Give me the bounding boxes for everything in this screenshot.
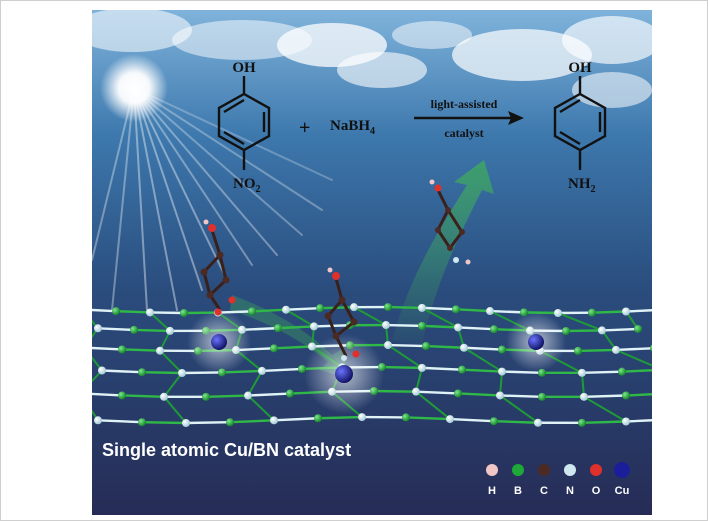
cu-site-left (187, 310, 251, 374)
legend-swatch-n (564, 464, 576, 476)
product-structure (553, 76, 607, 170)
sun (100, 54, 168, 122)
product-top-group: OH (568, 60, 592, 76)
reagent-name: NaBH (330, 118, 370, 134)
reactant-top-group: OH (232, 60, 256, 76)
legend-label-h: H (488, 485, 496, 497)
desorption-arrow (392, 160, 494, 345)
cu-site-right (506, 312, 566, 372)
adsorbed-molecule-left (200, 219, 236, 316)
reactant-bottom-group: NO2 (233, 176, 261, 195)
plus-sign: + (299, 117, 310, 139)
legend-label-o: O (592, 485, 601, 497)
sun-rays (92, 87, 333, 311)
reactant-bottom-group-text: NO (233, 176, 256, 192)
reactant-structure (217, 76, 271, 170)
legend-swatch-c (538, 464, 550, 476)
figure-canvas: OH NO2 + NaBH4 light-assisted catalyst O… (92, 10, 652, 515)
legend-label-c: C (540, 485, 548, 497)
legend-label-b: B (514, 485, 522, 497)
reagent-subscript: 4 (370, 126, 375, 137)
figure-caption: Single atomic Cu/BN catalyst (102, 440, 351, 460)
product-bottom-group-text: NH (568, 176, 591, 192)
legend-label-n: N (566, 485, 574, 497)
clouds (92, 10, 652, 108)
arrow-condition-below: catalyst (444, 126, 483, 140)
product-bottom-subscript: 2 (591, 184, 596, 195)
legend-label-cu: Cu (615, 485, 630, 497)
element-legend: H B C N O Cu (486, 462, 630, 497)
legend-swatch-cu (614, 462, 630, 478)
adsorption-arrow (230, 295, 347, 378)
adsorbed-molecule-center (324, 267, 360, 361)
reactant-bottom-subscript: 2 (256, 184, 261, 195)
product-bottom-group: NH2 (568, 176, 596, 195)
catalysis-figure: OH NO2 + NaBH4 light-assisted catalyst O… (92, 10, 652, 515)
reaction-arrow (414, 111, 524, 125)
reagent-formula: NaBH4 (330, 118, 375, 137)
legend-swatch-o (590, 464, 602, 476)
legend-swatch-h (486, 464, 498, 476)
arrow-condition-above: light-assisted (431, 97, 498, 111)
desorbed-molecule (429, 179, 471, 265)
sky-background (92, 10, 652, 515)
legend-swatch-b (512, 464, 524, 476)
cu-site-center (304, 334, 384, 414)
